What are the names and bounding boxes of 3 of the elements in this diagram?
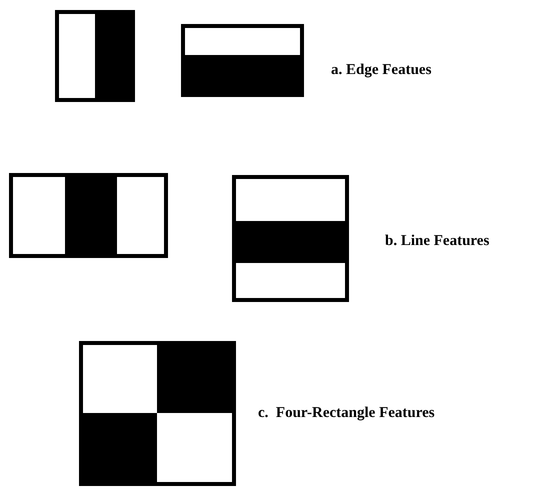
feature-caption: b. Line Features: [385, 233, 490, 250]
feature-caption: c. Four-Rectangle Features: [258, 405, 435, 422]
feature-caption: a. Edge Featues: [331, 62, 432, 79]
